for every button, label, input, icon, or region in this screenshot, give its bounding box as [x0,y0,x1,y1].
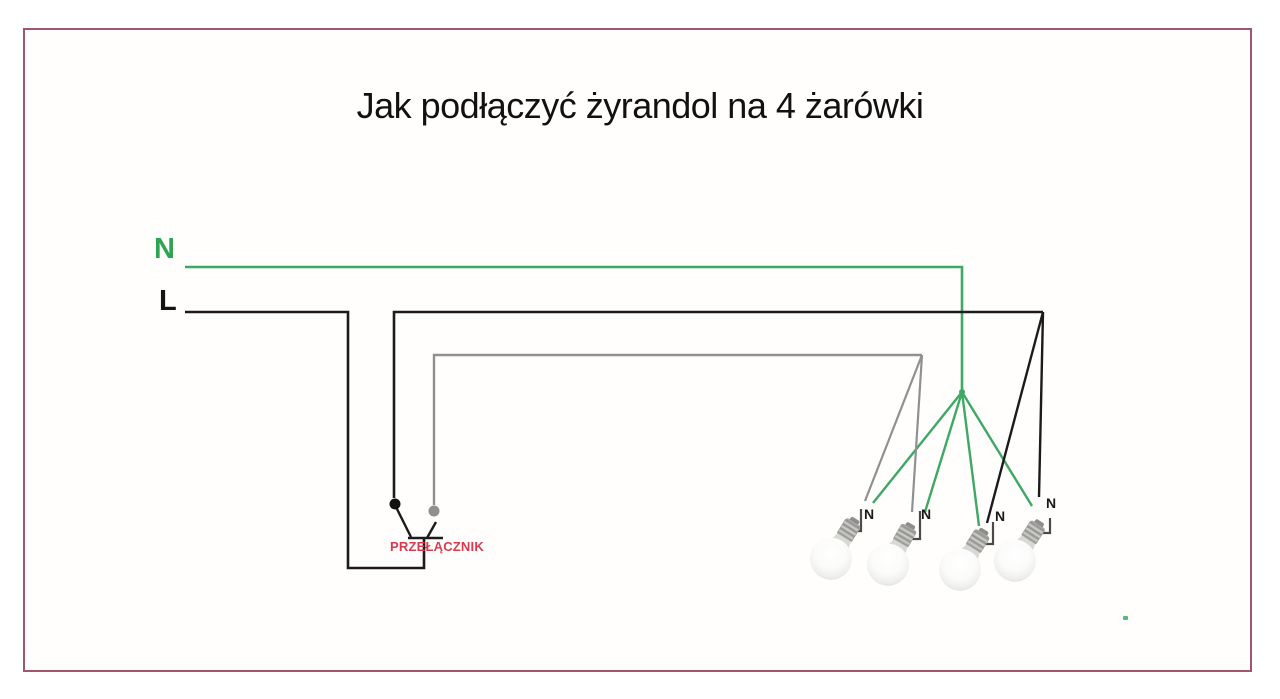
neutral-branch-bulb-1 [872,391,963,504]
live-wire-to-switch [185,310,426,570]
neutral-branch-bulb-3 [960,391,981,527]
stray-green-mark [1123,616,1128,620]
live-label: L [159,285,177,317]
switched-wire-gray-main [432,353,922,505]
neutral-branch-bulb-4 [960,391,1034,507]
neutral-wire-main [185,265,964,391]
switch-lever-left [394,506,413,538]
page-title: Jak podłączyć żyrandol na 4 żarówki [357,85,924,126]
diagram-border [23,28,1252,672]
bulb-4-terminal-label: N [1046,495,1056,511]
switched-wire-black-to-bulb-4 [1037,311,1045,498]
neutral-label: N [154,233,175,265]
neutral-branch-bulb-2 [923,391,964,513]
switch-label: PRZEŁĄCZNIK [390,539,484,554]
bulb-2-terminal-label: N [921,506,931,522]
switch-lever-right [425,521,438,539]
switched-wire-gray-to-bulb-1 [863,354,924,502]
switched-wire-black-main [392,310,1043,498]
switched-wire-gray-to-bulb-2 [910,354,924,513]
switch-contact-black [389,498,401,510]
switched-wire-black-to-bulb-3 [985,311,1045,524]
bulb-1-terminal-label: N [864,506,874,522]
bulb-3-terminal-label: N [995,508,1005,524]
switch-contact-gray [428,505,440,517]
